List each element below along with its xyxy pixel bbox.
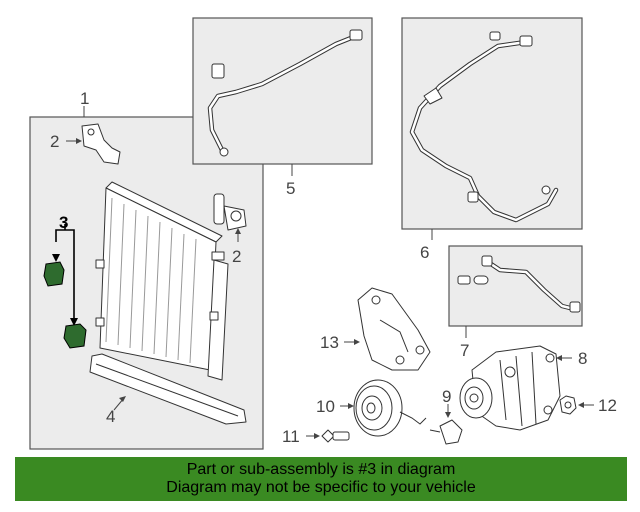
compressor-bracket[interactable] xyxy=(357,287,431,371)
bolt[interactable] xyxy=(321,429,350,443)
bracket-upper[interactable] xyxy=(81,123,121,165)
line-7-frame xyxy=(448,245,583,327)
callout-6: 6 xyxy=(420,243,429,262)
parts-diagram: 1 2 2 3 4 5 6 xyxy=(29,17,617,450)
nut[interactable] xyxy=(559,395,577,415)
part-3-upper-clip[interactable] xyxy=(43,261,65,287)
callout-2-right: 2 xyxy=(232,247,241,266)
bracket-right[interactable] xyxy=(213,193,247,231)
part-3-highlighted[interactable] xyxy=(43,224,87,349)
callout-8: 8 xyxy=(578,349,587,368)
condenser-core[interactable] xyxy=(95,181,229,381)
part-3-lower-clip[interactable] xyxy=(63,323,87,349)
callout-7: 7 xyxy=(460,341,469,360)
callout-1: 1 xyxy=(80,89,89,108)
callout-3: 3 xyxy=(59,213,68,232)
suction-hose-group: 6 xyxy=(401,17,583,262)
callout-12: 12 xyxy=(598,396,617,415)
callout-2-upper: 2 xyxy=(50,132,59,151)
callout-4: 4 xyxy=(106,407,115,426)
banner-line-2: Diagram may not be specific to your vehi… xyxy=(166,479,476,496)
callout-5: 5 xyxy=(286,179,295,198)
compressor-clutch[interactable] xyxy=(353,379,427,437)
banner-line-1: Part or sub-assembly is #3 in diagram xyxy=(186,461,456,478)
condenser-assembly-group: 1 2 2 3 4 xyxy=(29,89,264,450)
discharge-hose[interactable] xyxy=(207,29,363,157)
callout-11: 11 xyxy=(282,427,300,446)
callout-9: 9 xyxy=(442,387,451,406)
part-info-banner: Part or sub-assembly is #3 in diagram Di… xyxy=(15,457,627,501)
ac-compressor[interactable] xyxy=(459,345,561,431)
discharge-hose-group: 5 xyxy=(192,17,373,198)
lower-seal[interactable] xyxy=(89,353,247,425)
callout-10: 10 xyxy=(316,397,335,416)
liquid-line[interactable] xyxy=(457,255,581,313)
suction-hose[interactable] xyxy=(409,31,559,223)
liquid-line-group: 7 xyxy=(448,245,583,360)
pressure-switch[interactable] xyxy=(429,419,463,445)
callout-13: 13 xyxy=(320,333,339,352)
